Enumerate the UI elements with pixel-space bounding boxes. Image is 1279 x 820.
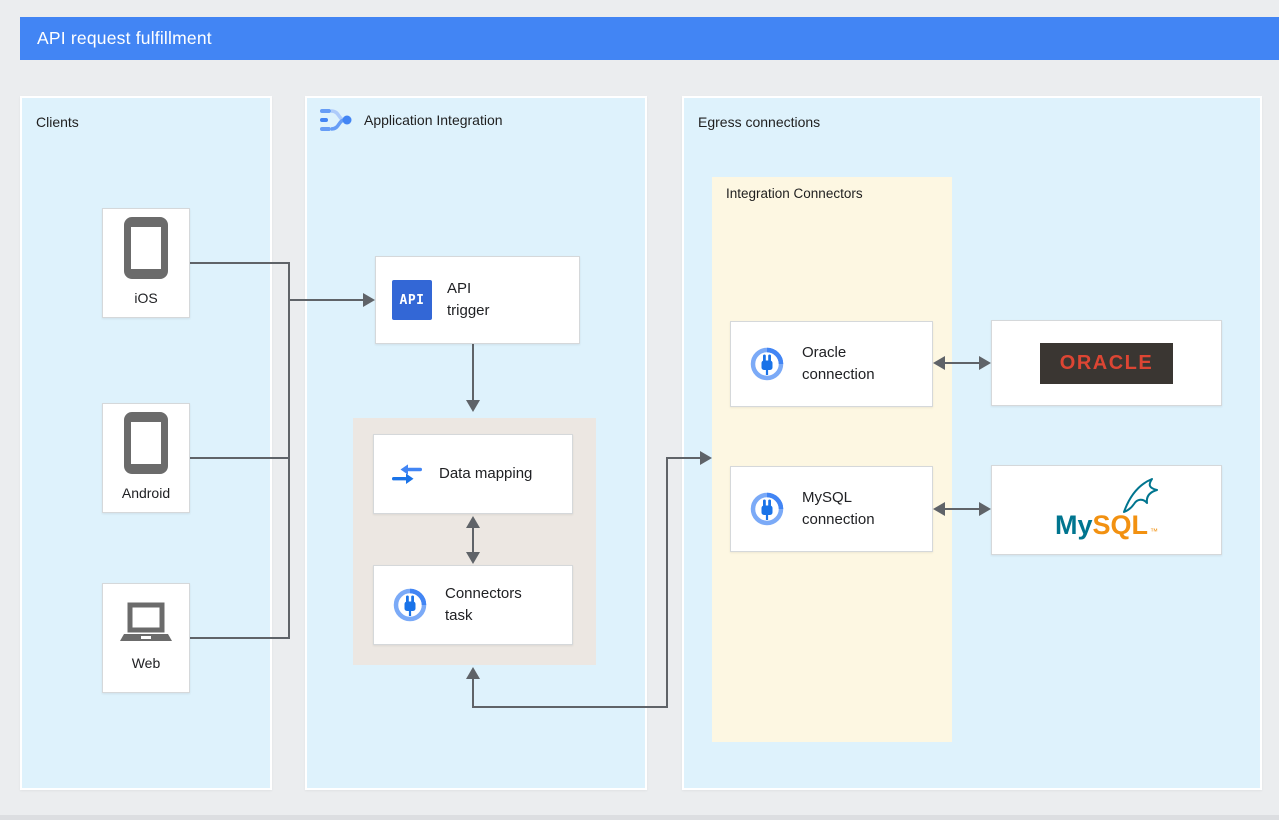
ios-client-card: iOS (102, 208, 190, 318)
data-mapping-label: Data mapping (439, 465, 533, 483)
oracle-logo-text: ORACLE (1059, 351, 1154, 374)
connector-icon (393, 588, 427, 622)
arrowhead-to-oracle-db (979, 356, 991, 370)
data-mapping-card: Data mapping (373, 434, 573, 514)
integration-connectors-label: Integration Connectors (726, 186, 863, 201)
flow-ios-line (190, 262, 290, 264)
diagram-title: API request fulfillment (37, 28, 212, 48)
connector-icon (750, 492, 784, 526)
android-label: Android (121, 485, 171, 502)
api-trigger-label: API trigger (447, 280, 490, 319)
arrowhead-into-integration-connectors (700, 451, 712, 465)
flow-clients-to-api-line (288, 299, 363, 301)
flow-oracle-line (944, 362, 980, 364)
smartphone-icon (124, 217, 168, 280)
flow-feedback-vertical-left (472, 679, 474, 708)
api-trigger-card: API API trigger (375, 256, 580, 344)
egress-panel-label: Egress connections (698, 114, 821, 130)
diagram-title-bar: API request fulfillment (20, 17, 1279, 60)
flow-feedback-vertical-right (666, 457, 668, 708)
arrowhead-to-oracle-connection (933, 356, 945, 370)
flow-mapping-task-line (472, 526, 474, 554)
connectors-task-card: Connectors task (373, 565, 573, 645)
application-integration-header: Application Integration (318, 102, 503, 138)
arrowhead-to-mysql-connection (933, 502, 945, 516)
mysql-logo-my: My (1054, 510, 1093, 540)
flow-web-line (190, 637, 290, 639)
flow-mysql-line (944, 508, 980, 510)
integration-panel-label: Application Integration (364, 112, 503, 128)
connector-icon (750, 347, 784, 381)
arrowhead-into-mapping-group (466, 400, 480, 412)
oracle-logo: ORACLE (1040, 342, 1173, 384)
oracle-connection-card: Oracle connection (730, 321, 933, 407)
oracle-database-card: ORACLE (991, 320, 1222, 406)
flow-clients-bus-line (288, 262, 290, 639)
api-icon-text: API (399, 292, 425, 308)
application-integration-icon (320, 109, 352, 131)
android-client-card: Android (102, 403, 190, 513)
integration-connectors-group (712, 177, 952, 742)
ios-label: iOS (134, 290, 158, 307)
laptop-icon (120, 602, 172, 642)
web-label: Web (131, 655, 161, 672)
oracle-connection-label: Oracle connection (802, 344, 875, 383)
mysql-connection-card: MySQL connection (730, 466, 933, 552)
dolphin-icon (1122, 478, 1158, 513)
smartphone-icon (124, 412, 168, 475)
mysql-logo-tm: ™ (1150, 527, 1159, 536)
mysql-logo-sql: SQL (1092, 510, 1149, 540)
data-mapping-icon (392, 464, 422, 484)
arrowhead-to-mysql-db (979, 502, 991, 516)
flow-feedback-horizontal (472, 706, 668, 708)
arrowhead-up-to-data-mapping (466, 516, 480, 528)
api-trigger-icon: API (392, 280, 432, 320)
flow-feedback-top (666, 457, 700, 459)
web-client-card: Web (102, 583, 190, 693)
mysql-connection-label: MySQL connection (802, 489, 875, 528)
connectors-task-label: Connectors task (445, 585, 522, 624)
arrowhead-up-into-task-group (466, 667, 480, 679)
flow-android-line (190, 457, 290, 459)
arrowhead-into-api-trigger (363, 293, 375, 307)
decorative-divider (0, 815, 1279, 820)
arrowhead-down-to-connectors-task (466, 552, 480, 564)
clients-panel-label: Clients (36, 114, 79, 130)
flow-api-to-mapping-line (472, 344, 474, 400)
